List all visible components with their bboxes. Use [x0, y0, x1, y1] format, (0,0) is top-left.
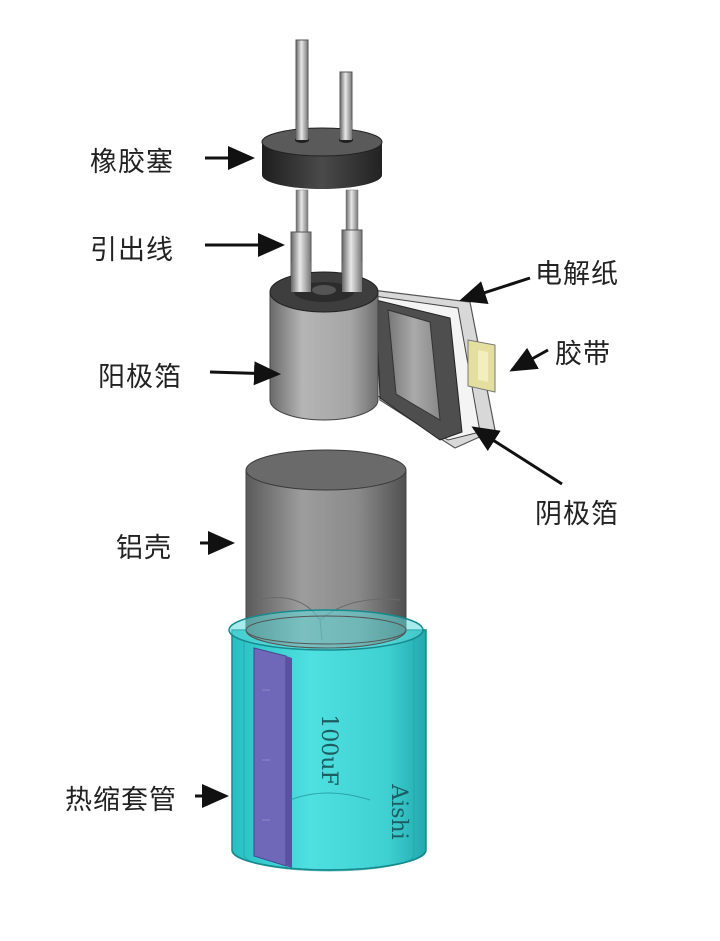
- label-cathode-foil: 阴极箔: [535, 499, 619, 530]
- label-rubber-stopper: 橡胶塞: [90, 147, 174, 178]
- label-lead-wire: 引出线: [90, 235, 174, 266]
- rubber-stopper: [261, 120, 383, 189]
- capacitor-body: [228, 449, 427, 872]
- pointer-arrows: [195, 146, 563, 808]
- label-heat-shrink-sleeve: 热缩套管: [65, 785, 177, 816]
- foil-strips: [371, 289, 496, 449]
- arrow-anode-foil: [209, 361, 281, 386]
- capacitance-print: 100uF: [316, 714, 341, 785]
- label-tape: 胶带: [555, 339, 611, 370]
- foil-roll: [269, 262, 379, 421]
- arrow-cathode-foil: [471, 426, 563, 486]
- brand-print: Aishi: [386, 783, 411, 839]
- arrow-electrolytic-paper: [459, 276, 531, 305]
- label-anode-foil: 阳极箔: [98, 362, 182, 393]
- label-electrolytic-paper: 电解纸: [535, 259, 619, 290]
- arrow-tape: [509, 347, 549, 372]
- label-aluminum-case: 铝壳: [116, 533, 172, 564]
